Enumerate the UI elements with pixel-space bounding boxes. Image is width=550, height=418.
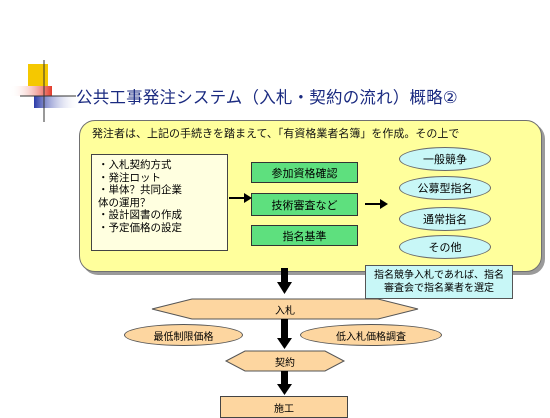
method-other: その他: [399, 235, 491, 259]
method-normal-nominated: 通常指名: [399, 207, 491, 231]
callout-line: 審査会で指名業者を選定: [384, 283, 494, 294]
list-item: ・予定価格の設定: [98, 221, 182, 234]
logo-red-bar: [10, 86, 52, 96]
method-public-nominated: 公募型指名: [399, 176, 491, 200]
callout-line: 指名競争入札であれば、指名: [374, 270, 504, 281]
list-item: ・発注ロット: [98, 171, 161, 184]
low-bid-survey-oval: 低入札価格調査: [300, 324, 442, 346]
construction-box: 施工: [220, 396, 348, 418]
arrow-to-criteria: [229, 193, 252, 203]
bid-label: 入札: [275, 305, 295, 317]
panel-heading: 発注者は、上記の手続きを踏まえて、「有資格業者名簿」を作成。その上で: [92, 127, 460, 140]
nomination-callout: 指名競争入札であれば、指名 審査会で指名業者を選定: [365, 265, 513, 299]
logo-yellow-square: [28, 64, 48, 86]
criteria-qualification-check: 参加資格確認: [251, 162, 358, 183]
list-item: ・単体？共同企業: [98, 184, 182, 196]
list-item: ・入札契約方式: [98, 159, 172, 171]
down-arrow-to-contract: [277, 319, 292, 349]
procedure-list-box: ・入札契約方式 ・発注ロット ・単体？共同企業 体の運用？ ・設計図書の作成 ・…: [91, 154, 228, 251]
down-arrow-to-construction: [277, 371, 292, 395]
criteria-nomination-standard: 指名基準: [251, 225, 358, 246]
method-general-competitive: 一般競争: [399, 147, 491, 171]
list-item: 体の運用？: [98, 196, 151, 209]
down-arrow-to-bid: [277, 268, 292, 294]
bid-shape: [151, 298, 419, 320]
criteria-technical-review: 技術審査など: [251, 193, 358, 216]
logo-blue-bar: [34, 96, 80, 108]
page-title: 公共工事発注システム（入札・契約の流れ）概略②: [76, 88, 458, 107]
min-price-oval: 最低制限価格: [124, 324, 243, 346]
contract-label: 契約: [275, 357, 295, 369]
contract-shape: [224, 350, 346, 372]
decorative-logo: [10, 60, 80, 122]
arrow-to-methods: [365, 199, 388, 209]
list-item: ・設計図書の作成: [98, 209, 182, 221]
